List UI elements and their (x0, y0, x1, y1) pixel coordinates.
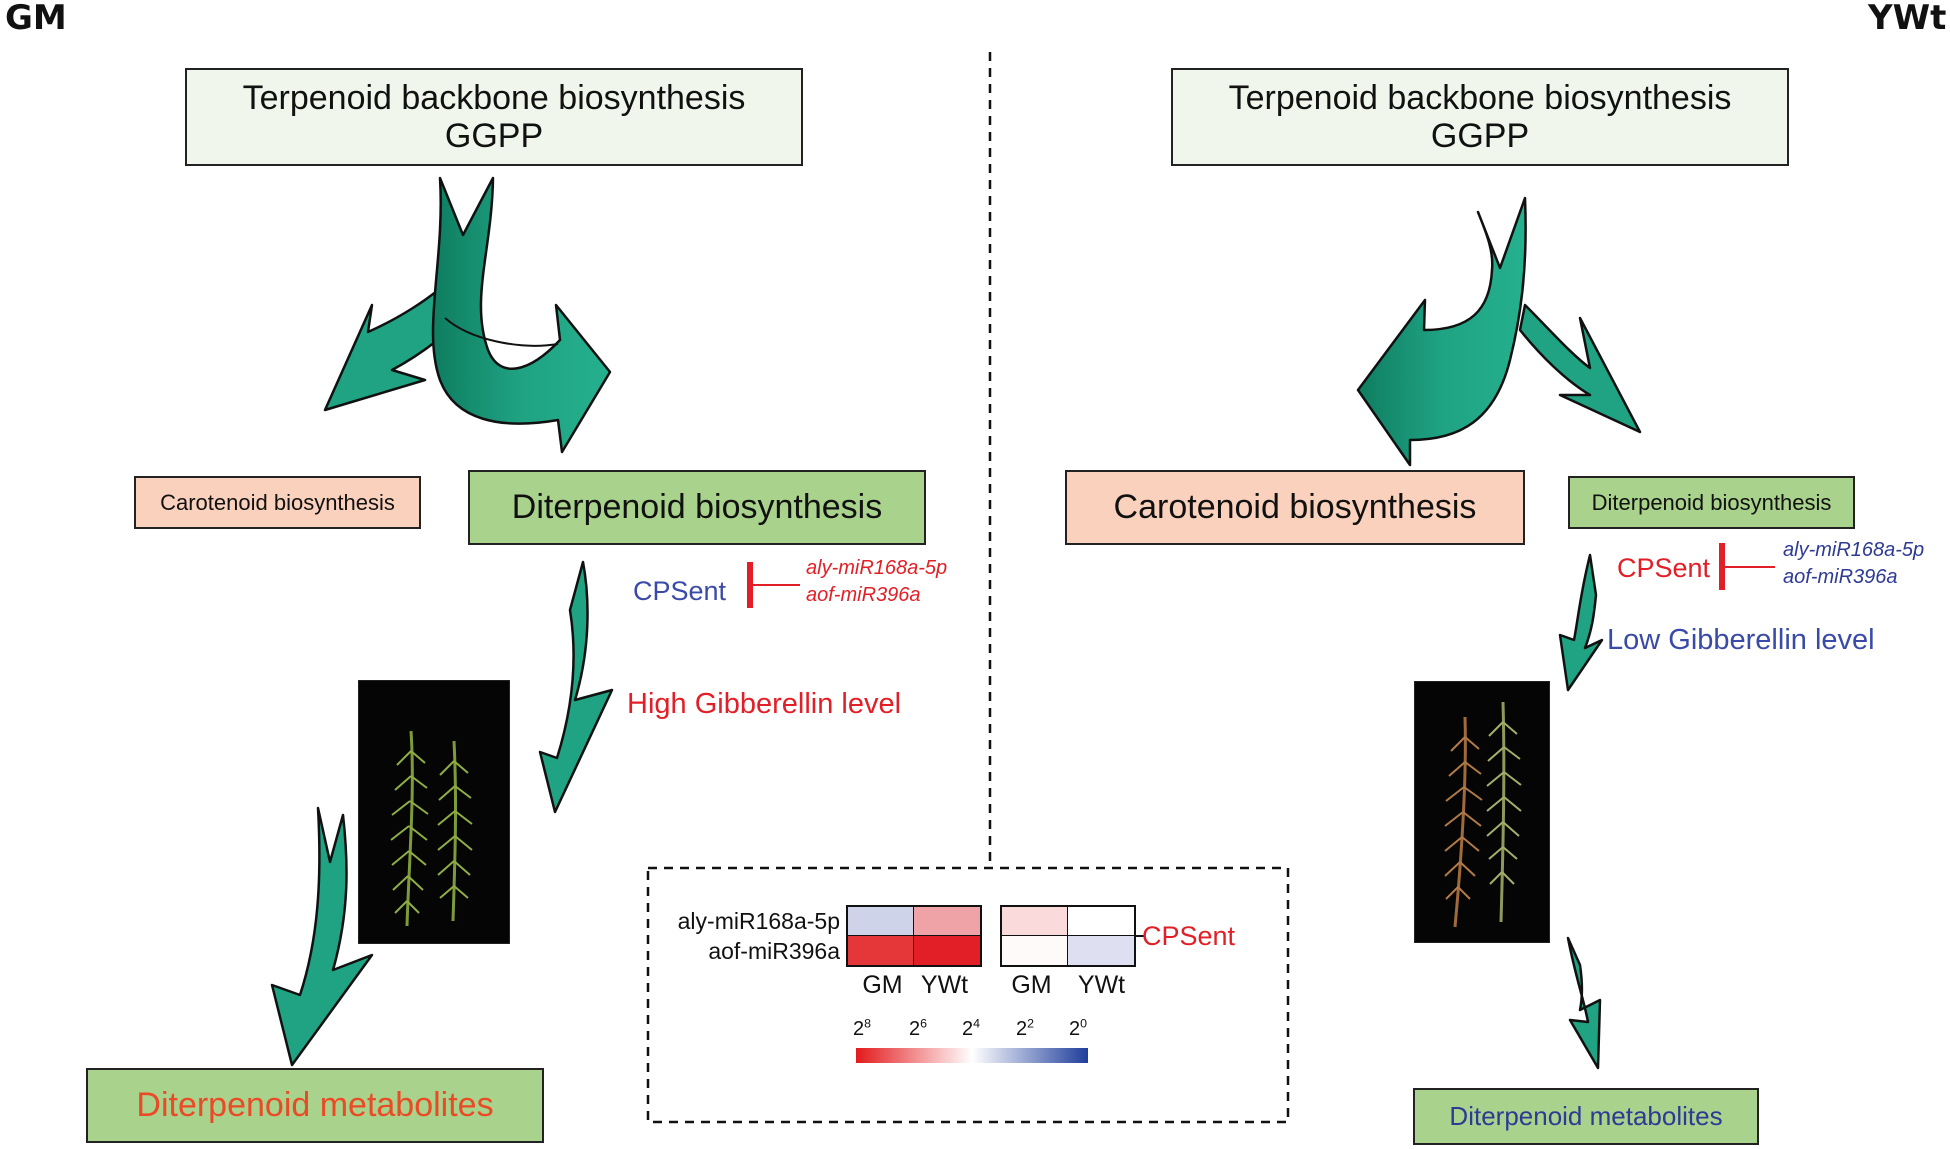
scale-base: 2 (962, 1018, 974, 1040)
panel-label-gm: GM (5, 0, 67, 38)
left-ggpp-label: GGPP (444, 117, 544, 155)
left-inhibition-symbol (747, 562, 800, 608)
left-diterpenoid-label: Diterpenoid biosynthesis (511, 488, 883, 526)
right-ggpp-label: GGPP (1430, 117, 1530, 155)
heatmap-cell (1002, 907, 1068, 936)
scale-label-4: 22 (1016, 1016, 1035, 1041)
scale-exponent: 2 (1027, 1016, 1035, 1031)
scale-base: 2 (853, 1018, 865, 1040)
heatmap-col-gene-ywt: YWt (1077, 971, 1126, 999)
heatmap-cell (1068, 936, 1134, 965)
left-carotenoid-box: Carotenoid biosynthesis (134, 476, 421, 529)
scale-exponent: 0 (1080, 1016, 1088, 1031)
left-metabolites-label: Diterpenoid metabolites (136, 1086, 494, 1124)
right-plant-photo (1414, 681, 1550, 943)
right-carotenoid-box: Carotenoid biosynthesis (1065, 470, 1525, 545)
right-arrow-to-metabolites (1566, 936, 1602, 1070)
left-terpenoid-backbone-box: Terpenoid backbone biosynthesis GGPP (185, 68, 803, 166)
heatmap-col-mirna-gm: GM (862, 971, 903, 999)
right-mirna-2: aof-miR396a (1783, 566, 1898, 588)
right-metabolites-label: Diterpenoid metabolites (1449, 1101, 1723, 1131)
heatmap-cell (848, 907, 914, 936)
left-diterpenoid-box: Diterpenoid biosynthesis (468, 470, 926, 545)
heatmap-dashed-frame (646, 866, 1290, 1124)
right-diterpenoid-label: Diterpenoid biosynthesis (1591, 489, 1832, 515)
right-mirna-1: aly-miR168a-5p (1783, 539, 1925, 561)
scale-exponent: 4 (973, 1016, 981, 1031)
left-main-arrow-fold (444, 317, 559, 347)
heatmap-gene-grid (1000, 905, 1136, 967)
scale-label-2: 26 (909, 1016, 928, 1041)
heatmap-row-label-1: aly-miR168a-5p (677, 908, 840, 934)
panel-label-ywt: YWt (1868, 0, 1947, 38)
right-carotenoid-label: Carotenoid biosynthesis (1113, 488, 1477, 526)
heatmap-row-label-2: aof-miR396a (708, 938, 840, 964)
left-carotenoid-label: Carotenoid biosynthesis (160, 489, 395, 515)
left-mirna-2: aof-miR396a (806, 584, 921, 606)
left-cpsent-label: CPSent (633, 576, 727, 606)
heatmap-cell (1002, 936, 1068, 965)
scale-label-3: 24 (962, 1016, 981, 1041)
left-arrow-diterpenoid-down (538, 560, 614, 814)
left-terpenoid-backbone-title: Terpenoid backbone biosynthesis (242, 79, 746, 117)
heatmap-cell (914, 907, 980, 936)
heatmap-col-gene-gm: GM (1011, 971, 1052, 999)
left-arrow-to-metabolites (270, 806, 374, 1067)
heatmap-gene-label: CPSent (1142, 921, 1236, 951)
right-terpenoid-backbone-title: Terpenoid backbone biosynthesis (1228, 79, 1732, 117)
right-arrow-diterpenoid-down (1558, 553, 1604, 692)
left-gibberellin-label: High Gibberellin level (627, 688, 902, 720)
heatmap-cell (1068, 907, 1134, 936)
right-diterpenoid-box: Diterpenoid biosynthesis (1568, 476, 1855, 529)
left-plant-drawing (390, 730, 473, 927)
heatmap-col-mirna-ywt: YWt (920, 971, 969, 999)
right-gibberellin-label: Low Gibberellin level (1607, 624, 1875, 656)
scale-base: 2 (1016, 1018, 1028, 1040)
scale-exponent: 6 (920, 1016, 928, 1031)
scale-base: 2 (909, 1018, 921, 1040)
scale-base: 2 (1069, 1018, 1081, 1040)
right-main-arrow-to-carotenoid (1356, 196, 1527, 467)
right-metabolites-box: Diterpenoid metabolites (1413, 1088, 1759, 1145)
color-scale-bar (856, 1048, 1088, 1063)
heatmap-cell (914, 936, 980, 965)
right-cpsent-label: CPSent (1617, 553, 1711, 583)
scale-exponent: 8 (864, 1016, 872, 1031)
right-branch-arrow-to-diterpenoid (1518, 303, 1642, 434)
scale-label-5: 20 (1069, 1016, 1088, 1041)
right-plant-drawing (1444, 701, 1522, 928)
right-terpenoid-backbone-box: Terpenoid backbone biosynthesis GGPP (1171, 68, 1789, 166)
left-main-arrow-to-diterpenoid (431, 176, 612, 454)
left-metabolites-box: Diterpenoid metabolites (86, 1068, 544, 1143)
heatmap-cell (848, 936, 914, 965)
heatmap-mirna-grid (846, 905, 982, 967)
left-plant-photo (358, 680, 510, 944)
scale-label-1: 28 (853, 1016, 872, 1041)
right-inhibition-symbol (1719, 543, 1775, 590)
left-mirna-1: aly-miR168a-5p (806, 557, 948, 579)
